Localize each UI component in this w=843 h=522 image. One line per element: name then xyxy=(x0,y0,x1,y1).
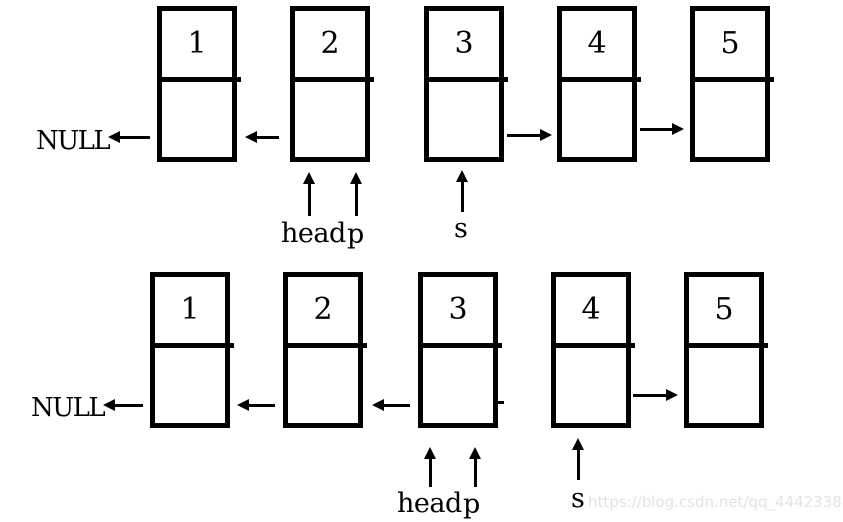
arrowhead-up-icon xyxy=(424,447,436,459)
arrowhead-right-icon xyxy=(666,389,678,401)
arrowhead-left-icon xyxy=(372,399,384,411)
step2-node-4: 4 xyxy=(551,272,635,428)
step2-p-pointer-arrow-icon xyxy=(469,447,481,487)
arrowhead-up-icon xyxy=(350,172,362,184)
step1-node-4-value: 4 xyxy=(587,26,607,61)
arrowhead-left-icon xyxy=(108,131,120,143)
step1-s-pointer-arrow-icon xyxy=(456,170,468,212)
step2-node-5-value: 5 xyxy=(714,292,734,327)
step1-node-1-value: 1 xyxy=(187,26,207,61)
step2-arrow-node3-to-node2-icon xyxy=(372,399,410,411)
arrowhead-up-icon xyxy=(303,172,315,184)
step1-null-label: NULL xyxy=(36,126,111,156)
step1-node-5: 5 xyxy=(690,6,774,162)
step2-s-label: s xyxy=(571,483,585,514)
step2-node-1-value: 1 xyxy=(180,292,200,327)
stray-mark xyxy=(497,401,504,404)
arrowhead-right-icon xyxy=(540,129,552,141)
step1-node-4: 4 xyxy=(557,6,641,162)
step2-arrow-node1-to-null-icon xyxy=(103,399,143,411)
step2-p-label: p xyxy=(463,489,480,520)
step2-node-2-value: 2 xyxy=(313,292,333,327)
arrowhead-up-icon xyxy=(469,447,481,459)
step1-s-label: s xyxy=(454,213,468,244)
arrowhead-left-icon xyxy=(245,131,257,143)
step2-node-4-value: 4 xyxy=(581,292,601,327)
step2-arrow-node4-to-node5-icon xyxy=(633,389,678,401)
step2-node-1: 1 xyxy=(150,272,234,428)
step1-node-3: 3 xyxy=(424,6,508,162)
step1-node-1: 1 xyxy=(157,6,241,162)
step1-p-pointer-arrow-icon xyxy=(350,172,362,216)
step2-head-pointer-arrow-icon xyxy=(424,447,436,487)
step1-arrow-node3-to-node4-icon xyxy=(507,129,552,141)
step1-head-pointer-arrow-icon xyxy=(303,172,315,216)
step2-s-pointer-arrow-icon xyxy=(572,438,584,480)
arrowhead-up-icon xyxy=(572,438,584,450)
arrowhead-left-icon xyxy=(103,399,115,411)
step2-null-label: NULL xyxy=(31,393,106,423)
step1-arrow-node1-to-null-icon xyxy=(108,131,150,143)
arrowhead-up-icon xyxy=(456,170,468,182)
watermark: https://blog.csdn.net/qq_44423388 xyxy=(588,493,843,511)
arrowhead-left-icon xyxy=(237,399,249,411)
step2-node-3: 3 xyxy=(418,272,502,428)
arrowhead-right-icon xyxy=(672,123,684,135)
step2-arrow-node2-to-node1-icon xyxy=(237,399,275,411)
step2-head-label: head xyxy=(397,488,462,519)
step1-arrow-node4-to-node5-icon xyxy=(640,123,684,135)
step1-head-label: head xyxy=(281,218,346,249)
step2-node-5: 5 xyxy=(684,272,768,428)
step1-node-5-value: 5 xyxy=(720,26,740,61)
step1-node-2: 2 xyxy=(290,6,374,162)
step1-node-2-value: 2 xyxy=(320,26,340,61)
step1-arrow-node2-to-node1-icon xyxy=(245,131,279,143)
step1-node-3-value: 3 xyxy=(454,26,474,61)
step2-node-2: 2 xyxy=(283,272,367,428)
step1-p-label: p xyxy=(347,219,364,250)
step2-node-3-value: 3 xyxy=(448,292,468,327)
